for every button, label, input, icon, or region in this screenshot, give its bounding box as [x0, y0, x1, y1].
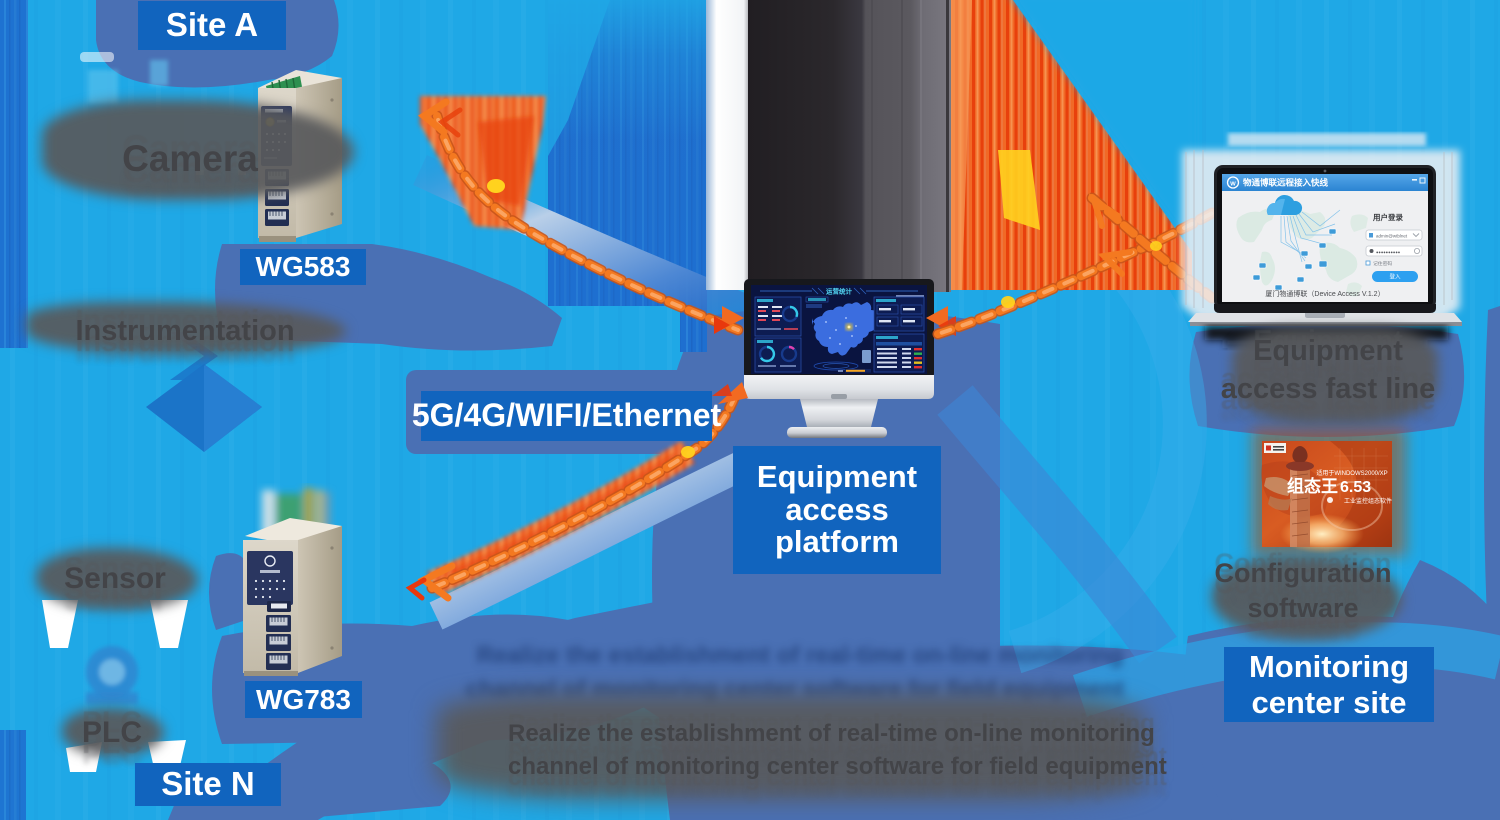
fastline-text: Equipment access fast line: [1220, 335, 1436, 405]
monitor-dashboard: 运营统计: [754, 287, 925, 373]
site-a-label: Site A: [138, 1, 286, 50]
laptop-screen: w 物通博联远程接入快线: [1222, 174, 1428, 302]
plc-text: PLC: [82, 716, 142, 749]
world-map: [1236, 208, 1368, 297]
device-node-icons: [1252, 228, 1337, 291]
username-input[interactable]: [1365, 229, 1423, 241]
caption-line2: channel of monitoring center software fo…: [508, 753, 1167, 780]
camera-blob: [42, 100, 354, 200]
login-panel: 用户登录 admin@wtblnet ●●●●●●●●●● 记住密码 登入: [1365, 212, 1423, 282]
monitoring-center-label: Monitoring center site: [1224, 647, 1434, 722]
platform-label: Equipment access platform: [733, 446, 941, 574]
caption-blob: [436, 694, 1146, 800]
camera-text: Camera: [122, 138, 258, 179]
window-controls[interactable]: [1412, 177, 1426, 184]
username-value: admin@wtblnet: [1376, 234, 1408, 239]
plc-blob: [62, 708, 164, 756]
monitor-photo: 运营统计: [744, 279, 934, 438]
laptop-logo-w: w: [1229, 181, 1236, 188]
instrumentation-blob: [26, 302, 346, 354]
password-value: ●●●●●●●●●●: [1376, 250, 1401, 255]
kingview-compat-line: 适用于WINDOWS2000/XP: [1316, 469, 1387, 477]
link-type-label: 5G/4G/WIFI/Ethernet: [412, 391, 721, 441]
laptop-photo: w 物通博联远程接入快线: [1182, 133, 1462, 348]
china-map: [812, 302, 880, 356]
password-input[interactable]: [1365, 245, 1423, 257]
site-n-label: Site N: [135, 763, 281, 806]
tower-artifact: [706, 0, 1196, 292]
login-button[interactable]: [1372, 271, 1418, 282]
remember-checkbox[interactable]: [1365, 260, 1371, 266]
orange-chain-links: [405, 96, 1220, 602]
kingview-title-version: 6.53: [1340, 479, 1371, 496]
kingview-box-photo: 适用于WINDOWS2000/XP 组态王 6.53 工业监控组态软件: [1252, 428, 1406, 556]
config-text: Configuration software: [1214, 558, 1392, 624]
sensor-text: Sensor: [64, 562, 166, 595]
cloud-icon: [1266, 194, 1303, 215]
gateway-wg783-photo: [243, 488, 342, 676]
fastline-blob: [1232, 328, 1438, 424]
wg783-label: WG783: [245, 681, 362, 718]
wg583-label: WG583: [240, 249, 366, 285]
laptop-window-title: 物通博联远程接入快线: [1243, 178, 1329, 188]
instrumentation-text: Instrumentation: [75, 315, 295, 347]
sensor-blob: [36, 548, 198, 610]
laptop-footer-text: 厦门物通博联（Device Access V.1.2）: [1265, 289, 1384, 298]
dashboard-title: 运营统计: [826, 287, 853, 296]
login-button-label: 登入: [1389, 273, 1401, 281]
login-heading: 用户登录: [1373, 212, 1403, 222]
caption-navy-ghost1: Realize the establishment of real-time o…: [476, 642, 1124, 669]
kingview-title-cn: 组态王: [1287, 476, 1338, 496]
remember-label: 记住密码: [1373, 260, 1392, 267]
caption-line1: Realize the establishment of real-time o…: [508, 720, 1155, 747]
config-blob: [1212, 556, 1402, 640]
kingview-tagline: 工业监控组态软件: [1344, 497, 1392, 505]
